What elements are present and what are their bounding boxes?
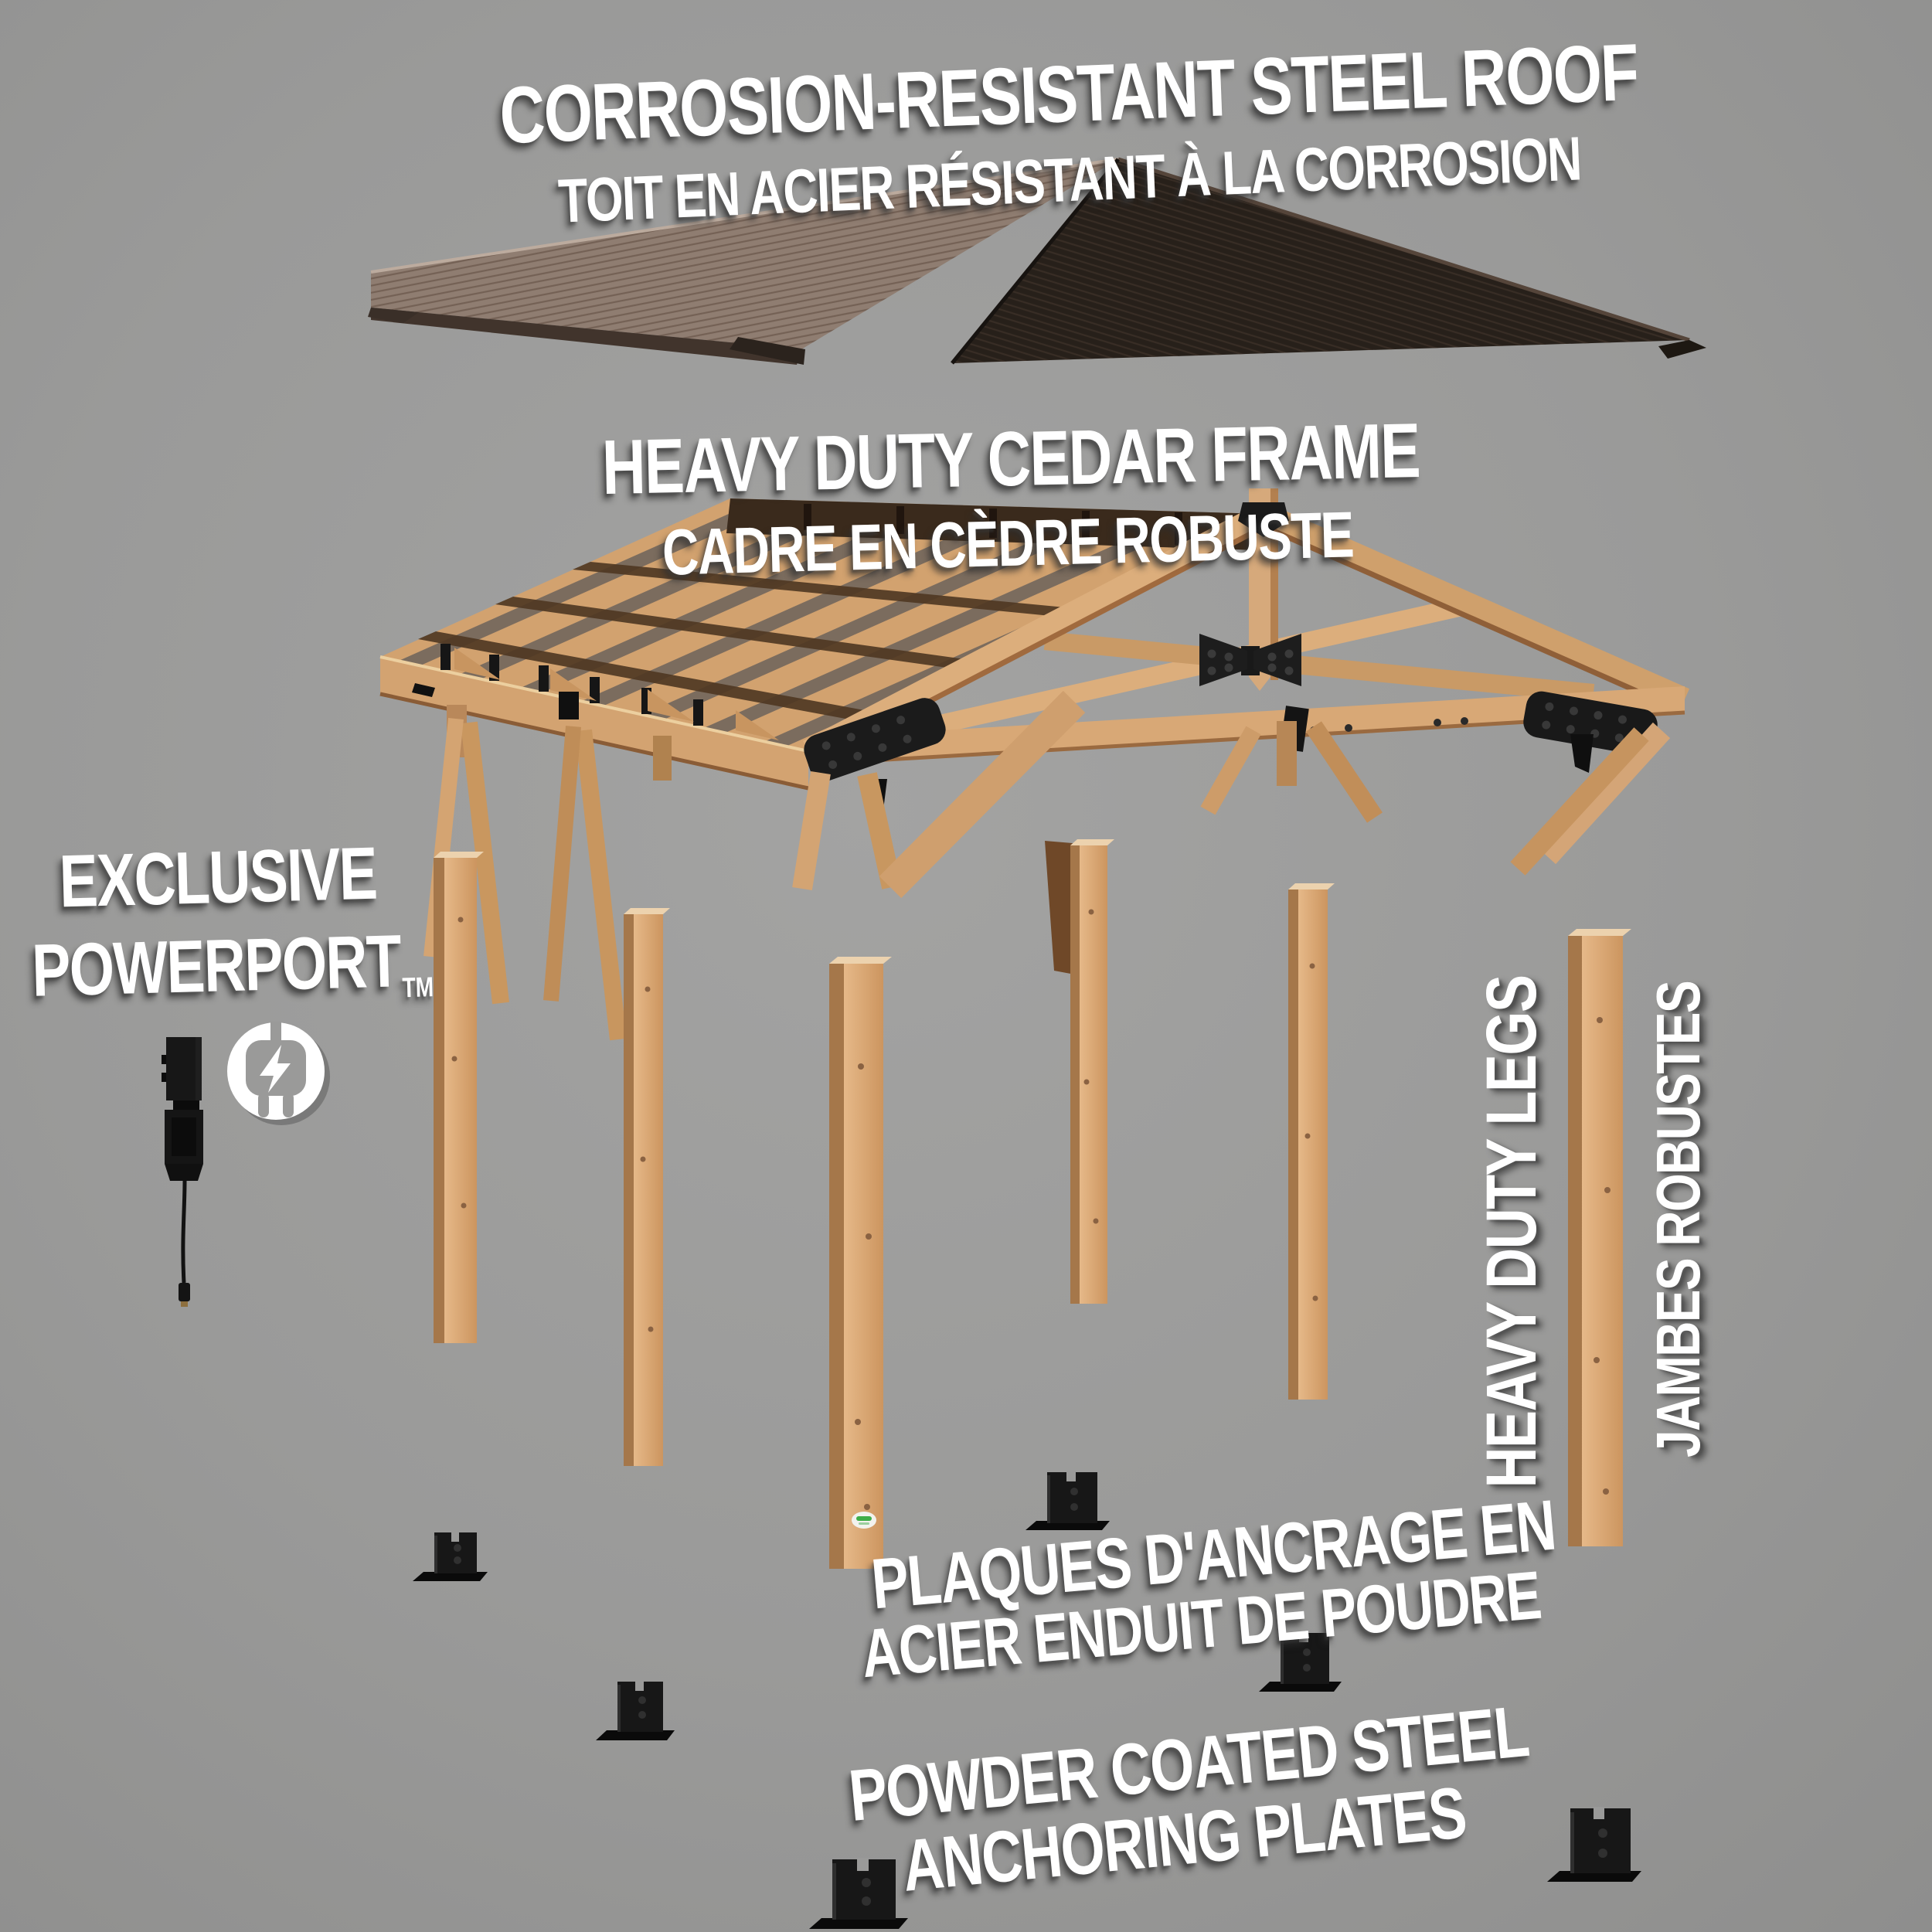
king-post	[1249, 488, 1270, 691]
anchor-plate	[1259, 1631, 1342, 1692]
roof-left-top-edge	[370, 158, 1119, 274]
roof-left-tip-lip	[368, 308, 419, 323]
cedar-leg	[624, 908, 670, 1466]
frame-purlin	[573, 562, 1081, 617]
lightning-bolt-icon	[260, 1045, 291, 1093]
cedar-leg	[1288, 883, 1335, 1400]
right-rake-beam	[1258, 503, 1690, 710]
frame-label-en: HEAVY DUTY CEDAR FRAME	[601, 406, 1420, 512]
eave-web-blocks	[454, 648, 779, 740]
cedar-leg	[829, 957, 892, 1569]
anchor-plate	[809, 1858, 908, 1929]
eave-black-bracket	[412, 683, 435, 697]
roof-left-eave-fascia	[371, 308, 801, 365]
eave-top-highlight	[379, 655, 809, 753]
frame-label-fr: CADRE EN CÈDRE ROBUSTE	[661, 498, 1355, 589]
cord-connector-tip	[181, 1301, 188, 1307]
truss-x-brace	[886, 595, 1475, 745]
eave-black-bracket	[559, 692, 579, 719]
anchor-plate	[596, 1680, 675, 1740]
anchor-plate	[1026, 1471, 1110, 1530]
corner-bracket-tooth	[1570, 734, 1594, 773]
roof-right-tip-lip	[1658, 340, 1706, 359]
trademark-symbol: TM	[401, 971, 434, 1004]
powerport-label-line1: EXCLUSIVE	[58, 832, 378, 923]
anchor-plate	[413, 1531, 488, 1581]
right-rake-underedge	[1258, 522, 1682, 713]
truss-x-brace	[1043, 631, 1595, 702]
cedar-leg	[1070, 839, 1114, 1304]
frame-purlin	[418, 631, 881, 721]
legs-label-fr: JAMBES ROBUSTES	[1644, 981, 1713, 1458]
roof-panel-junction	[951, 158, 1120, 365]
anchor-plate	[1547, 1807, 1641, 1882]
steel-roof	[368, 157, 1706, 365]
powerport-device	[162, 1037, 203, 1307]
powerport-wordmark: POWERPORT	[30, 920, 402, 1012]
cord-connector	[179, 1283, 190, 1301]
frame-eave-fascia	[380, 657, 808, 788]
powerport-label-line2: POWERPORTTM	[30, 920, 434, 1012]
roof-ridge-edge	[1117, 157, 1690, 342]
legs-label-en: HEAVY DUTY LEGS	[1472, 975, 1551, 1488]
cedar-legs	[434, 839, 1631, 1569]
king-post-side	[1270, 488, 1278, 680]
cedar-leg	[434, 852, 484, 1343]
frame-rafter-grid	[380, 498, 1264, 751]
left-corner-gusset	[804, 698, 946, 781]
leg-brand-badge	[852, 1512, 876, 1529]
cedar-leg	[1568, 929, 1631, 1546]
apex-gusset-plate	[1238, 502, 1289, 537]
roof-left-panel-ribs	[371, 159, 1118, 349]
frame-purlin	[495, 597, 981, 669]
powerport-plug-icon	[227, 1022, 330, 1125]
roof-eave-lip	[730, 337, 805, 365]
anchor-plates	[413, 1471, 1641, 1929]
center-bowtie-plate	[1199, 634, 1301, 686]
frame-ridge-slat-marks	[804, 504, 1182, 545]
roof-right-panel-ribs	[952, 159, 1689, 363]
powerport-cord	[181, 1180, 187, 1284]
